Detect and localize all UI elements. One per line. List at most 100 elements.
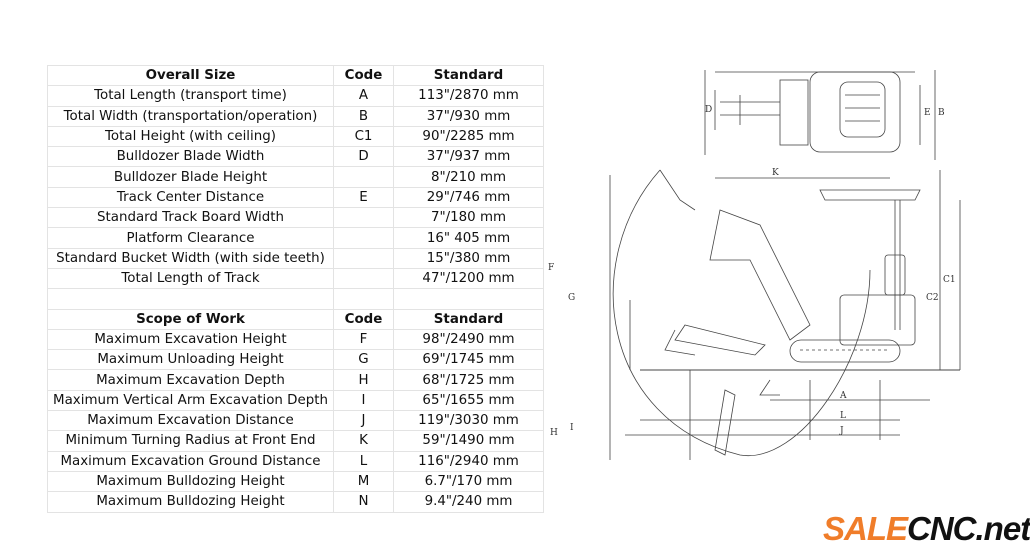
spec-value: 98"/2490 mm <box>393 328 544 351</box>
spec-name: Bulldozer Blade Height <box>47 166 334 188</box>
svg-text:C2: C2 <box>926 293 939 303</box>
spec-name: Total Length (transport time) <box>47 85 334 107</box>
spec-code: Code <box>333 64 394 87</box>
spec-name: Maximum Bulldozing Height <box>47 491 334 513</box>
spec-code: N <box>333 491 394 513</box>
spec-value: 8"/210 mm <box>393 166 544 188</box>
spec-code: E <box>333 186 394 209</box>
svg-text:D: D <box>705 105 712 115</box>
svg-text:H: H <box>550 428 558 438</box>
spec-value: 65"/1655 mm <box>393 389 544 412</box>
spec-code <box>333 207 394 229</box>
spec-name: Overall Size <box>47 64 334 87</box>
spec-name: Maximum Excavation Ground Distance <box>47 450 334 472</box>
svg-text:A: A <box>839 391 847 401</box>
side-view <box>609 169 961 460</box>
spec-value: 16" 405 mm <box>393 227 544 249</box>
svg-text:G: G <box>568 293 575 303</box>
spec-value: 47"/1200 mm <box>393 267 544 290</box>
spec-code: K <box>333 430 394 452</box>
spec-name: Maximum Bulldozing Height <box>47 470 334 493</box>
spec-code: L <box>333 450 394 472</box>
blank-row <box>47 288 544 310</box>
spec-code: J <box>333 410 394 432</box>
spec-code: H <box>333 369 394 391</box>
spec-name: Bulldozer Blade Width <box>47 146 334 168</box>
svg-text:K: K <box>772 168 779 178</box>
spec-code: C1 <box>333 125 394 148</box>
spec-name: Platform Clearance <box>47 227 334 249</box>
spec-code: B <box>333 105 394 127</box>
spec-value: Standard <box>393 64 544 87</box>
spec-code <box>333 166 394 188</box>
spec-value: 37"/937 mm <box>393 146 544 168</box>
spec-name: Maximum Excavation Distance <box>47 410 334 432</box>
spec-name: Standard Track Board Width <box>47 207 334 229</box>
top-view <box>704 70 936 160</box>
spec-code <box>333 227 394 249</box>
spec-name: Track Center Distance <box>47 186 334 209</box>
svg-text:L: L <box>840 411 846 421</box>
svg-text:B: B <box>938 108 945 118</box>
spec-value: 90"/2285 mm <box>393 125 544 148</box>
spec-code: A <box>333 85 394 107</box>
spec-value: 15"/380 mm <box>393 247 544 269</box>
svg-text:C1: C1 <box>943 275 956 285</box>
spec-code: I <box>333 389 394 412</box>
spec-code <box>333 288 394 310</box>
spec-value: 119"/3030 mm <box>393 410 544 432</box>
spec-name: Total Height (with ceiling) <box>47 125 334 148</box>
spec-code: G <box>333 349 394 371</box>
spec-value: 7"/180 mm <box>393 207 544 229</box>
salecnc-logo: SALECNC.net <box>823 510 1030 547</box>
dimension-labels: K A L J C1 C2 F G H I D E B <box>548 105 956 438</box>
spec-code: Code <box>333 308 394 330</box>
spec-value: 29"/746 mm <box>393 186 544 209</box>
excavator-dimension-drawing: K A L J C1 C2 F G H I D E B <box>548 70 961 460</box>
spec-name: Scope of Work <box>47 308 334 330</box>
spec-value: 116"/2940 mm <box>393 450 544 472</box>
spec-value: Standard <box>393 308 544 330</box>
spec-code <box>333 267 394 290</box>
spec-name: Maximum Vertical Arm Excavation Depth <box>47 389 334 412</box>
svg-text:J: J <box>839 426 844 436</box>
table-row: Total Length of Track 47"/1200 mm <box>47 267 544 290</box>
spec-value: 37"/930 mm <box>393 105 544 127</box>
table-row: Standard Bucket Width (with side teeth)1… <box>47 247 544 269</box>
svg-text:I: I <box>570 423 574 433</box>
spec-code <box>333 247 394 269</box>
svg-text:E: E <box>924 108 931 118</box>
svg-text:F: F <box>548 263 554 273</box>
spec-name: Maximum Excavation Height <box>47 328 334 351</box>
spec-value: 59"/1490 mm <box>393 430 544 452</box>
spec-code: M <box>333 470 394 493</box>
spec-name: Maximum Excavation Depth <box>47 369 334 391</box>
spec-code: D <box>333 146 394 168</box>
spec-value: 6.7"/170 mm <box>393 470 544 493</box>
spec-value: 9.4"/240 mm <box>393 491 544 513</box>
spec-name: Maximum Unloading Height <box>47 349 334 371</box>
spec-value: 113"/2870 mm <box>393 85 544 107</box>
spec-name: Total Length of Track <box>47 267 334 290</box>
spec-value <box>393 288 544 310</box>
spec-name: Total Width (transportation/operation) <box>47 105 334 127</box>
spec-code: F <box>333 328 394 351</box>
spec-name <box>47 288 334 310</box>
table-row: Platform Clearance 16" 405 mm <box>47 227 544 249</box>
